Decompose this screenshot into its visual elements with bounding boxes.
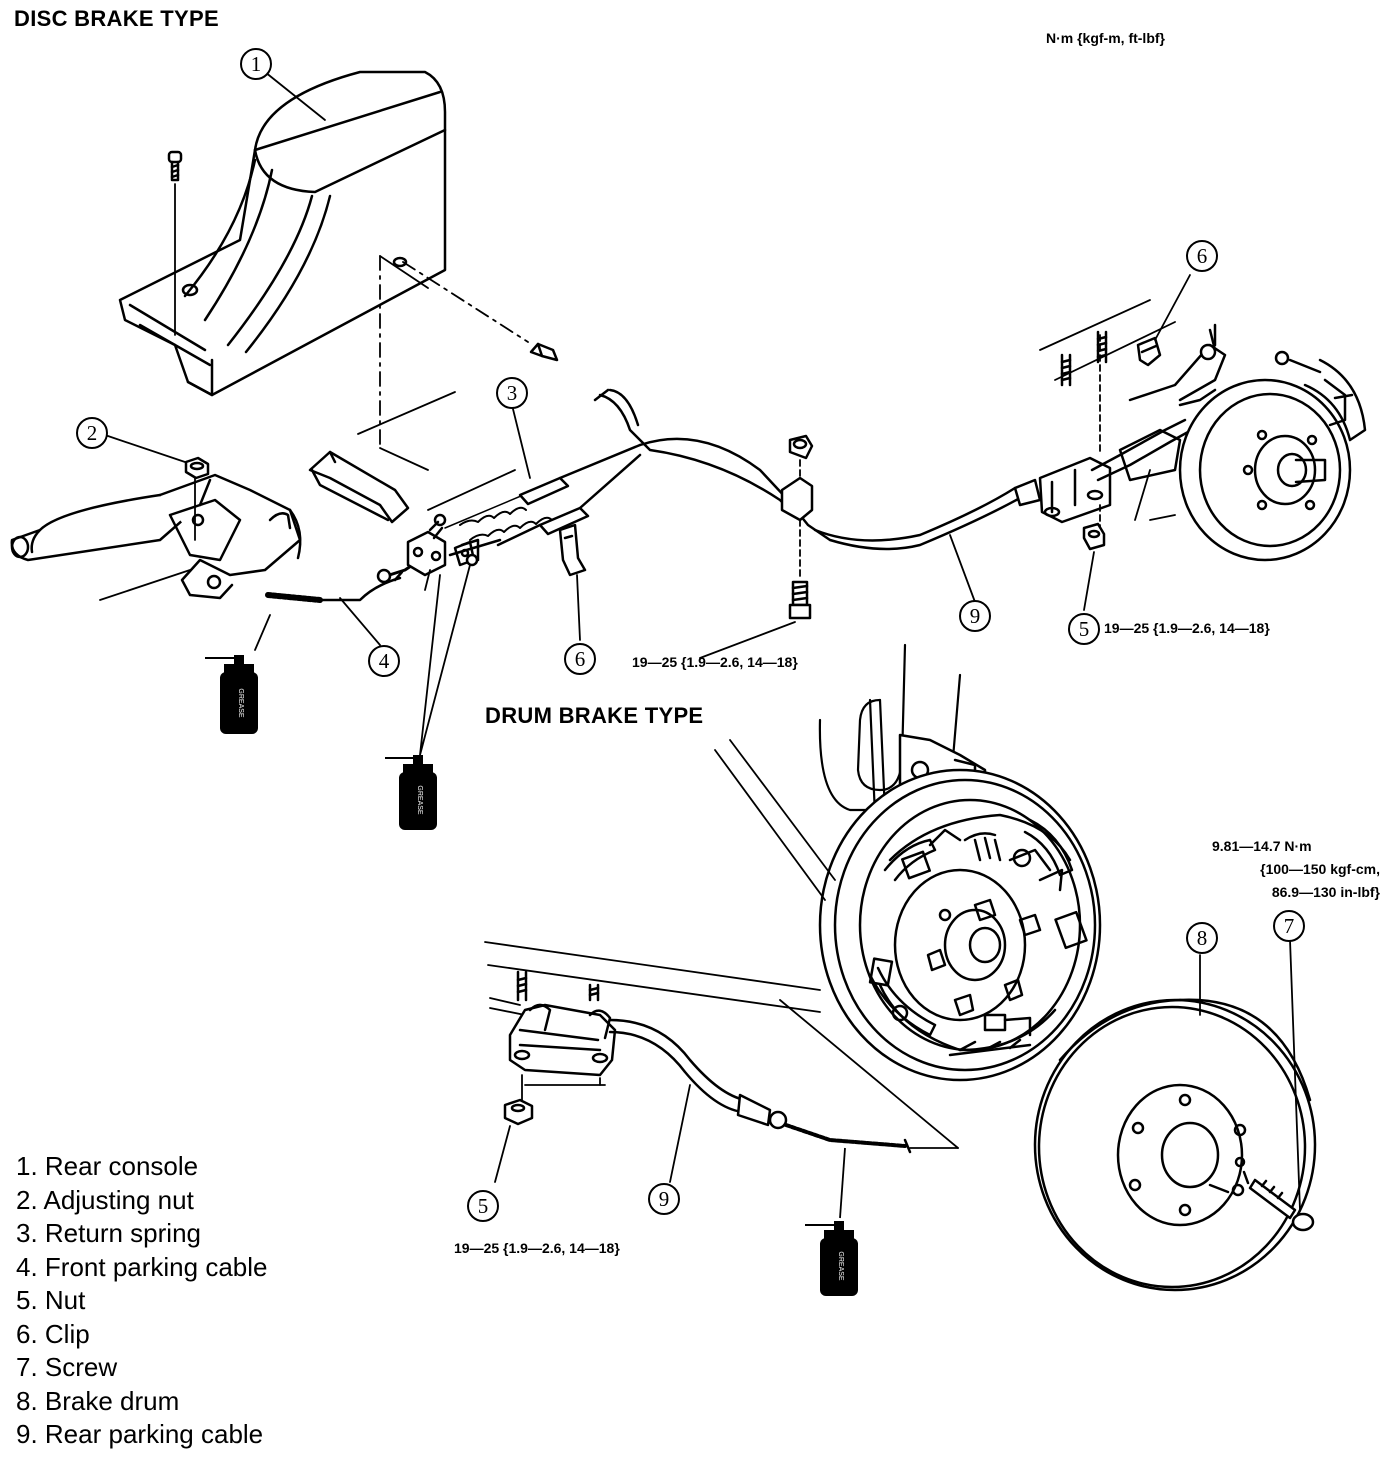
callout-6-lower: 6 <box>564 643 596 675</box>
cable-rear-bracket-disc <box>1038 334 1190 611</box>
callout-8: 8 <box>1186 922 1218 954</box>
drum-backing-plate <box>818 768 1102 1082</box>
legend-item: 1. Rear console <box>16 1151 199 1181</box>
body-studs-disc <box>1039 299 1176 387</box>
disc-brake-assembly <box>1118 323 1367 562</box>
callout-5-disc: 5 <box>1068 613 1100 645</box>
front-parking-cable <box>265 558 422 603</box>
grease-label-left: GREASE <box>237 688 244 718</box>
callout-2: 2 <box>76 417 108 449</box>
drum-cable-bracket <box>489 970 617 1183</box>
torque-spec-drum-nut: 19—25 {1.9—2.6, 14—18} <box>454 1240 620 1256</box>
callout-9-disc: 9 <box>959 600 991 632</box>
torque-spec-screw-line2: {100—150 kgf-cm, <box>1260 861 1380 877</box>
drum-screw <box>1242 939 1315 1232</box>
drum-brake-title: DRUM BRAKE TYPE <box>485 703 704 728</box>
rear-console <box>118 70 447 397</box>
grease-can-center: GREASE <box>385 755 437 830</box>
grease-label-center: GREASE <box>416 785 423 815</box>
legend-item: 6. Clip <box>16 1318 90 1349</box>
torque-spec-disc-bolt: 19—25 {1.9—2.6, 14—18} <box>632 654 798 670</box>
legend-item: 4. Front parking cable <box>16 1251 268 1282</box>
callout-7: 7 <box>1273 910 1305 942</box>
callout-6-upper: 6 <box>1186 240 1218 272</box>
return-springs <box>432 443 642 567</box>
legend-item: 8. Brake drum <box>16 1385 180 1416</box>
legend-item: 7. Screw <box>16 1352 118 1382</box>
clip-lower <box>558 523 587 641</box>
cable-mid-bracket <box>699 434 814 659</box>
callout-9-drum: 9 <box>648 1183 680 1215</box>
grease-can-left: GREASE <box>205 655 258 734</box>
adjusting-nut <box>184 456 210 480</box>
callout-4: 4 <box>368 645 400 677</box>
rear-parking-cable-drum <box>608 1018 912 1183</box>
parking-brake-lever <box>10 473 302 601</box>
legend-item: 2. Adjusting nut <box>16 1184 194 1215</box>
legend-item: 5. Nut <box>16 1285 86 1315</box>
parts-legend: 1. Rear console 2. Adjusting nut 3. Retu… <box>16 1150 267 1452</box>
callout-1: 1 <box>240 48 272 80</box>
disc-brake-title: DISC BRAKE TYPE <box>14 6 219 31</box>
console-bracket <box>308 450 410 524</box>
legend-item: 9. Rear parking cable <box>16 1419 264 1449</box>
rear-parking-cable-disc <box>593 388 1042 551</box>
brake-drum <box>1033 998 1317 1292</box>
torque-spec-screw-line1: 9.81—14.7 N·m <box>1212 838 1312 854</box>
grease-label-drum: GREASE <box>837 1251 844 1281</box>
grease-can-drum: GREASE <box>805 1147 858 1296</box>
legend-item: 3. Return spring <box>16 1218 201 1248</box>
torque-units-note: N·m {kgf-m, ft-lbf} <box>1046 30 1165 46</box>
console-screw-left <box>167 150 183 336</box>
clip-upper <box>1136 274 1191 367</box>
console-screw-right <box>392 256 559 362</box>
torque-spec-disc-nut: 19—25 {1.9—2.6, 14—18} <box>1104 620 1270 636</box>
torque-spec-screw-line3: 86.9—130 in-lbf} <box>1271 884 1380 900</box>
torque-spec-screw: 9.81—14.7 N·m {100—150 kgf-cm, 86.9—130 … <box>1196 835 1380 904</box>
callout-3: 3 <box>496 377 528 409</box>
callout-5-drum: 5 <box>467 1190 499 1222</box>
